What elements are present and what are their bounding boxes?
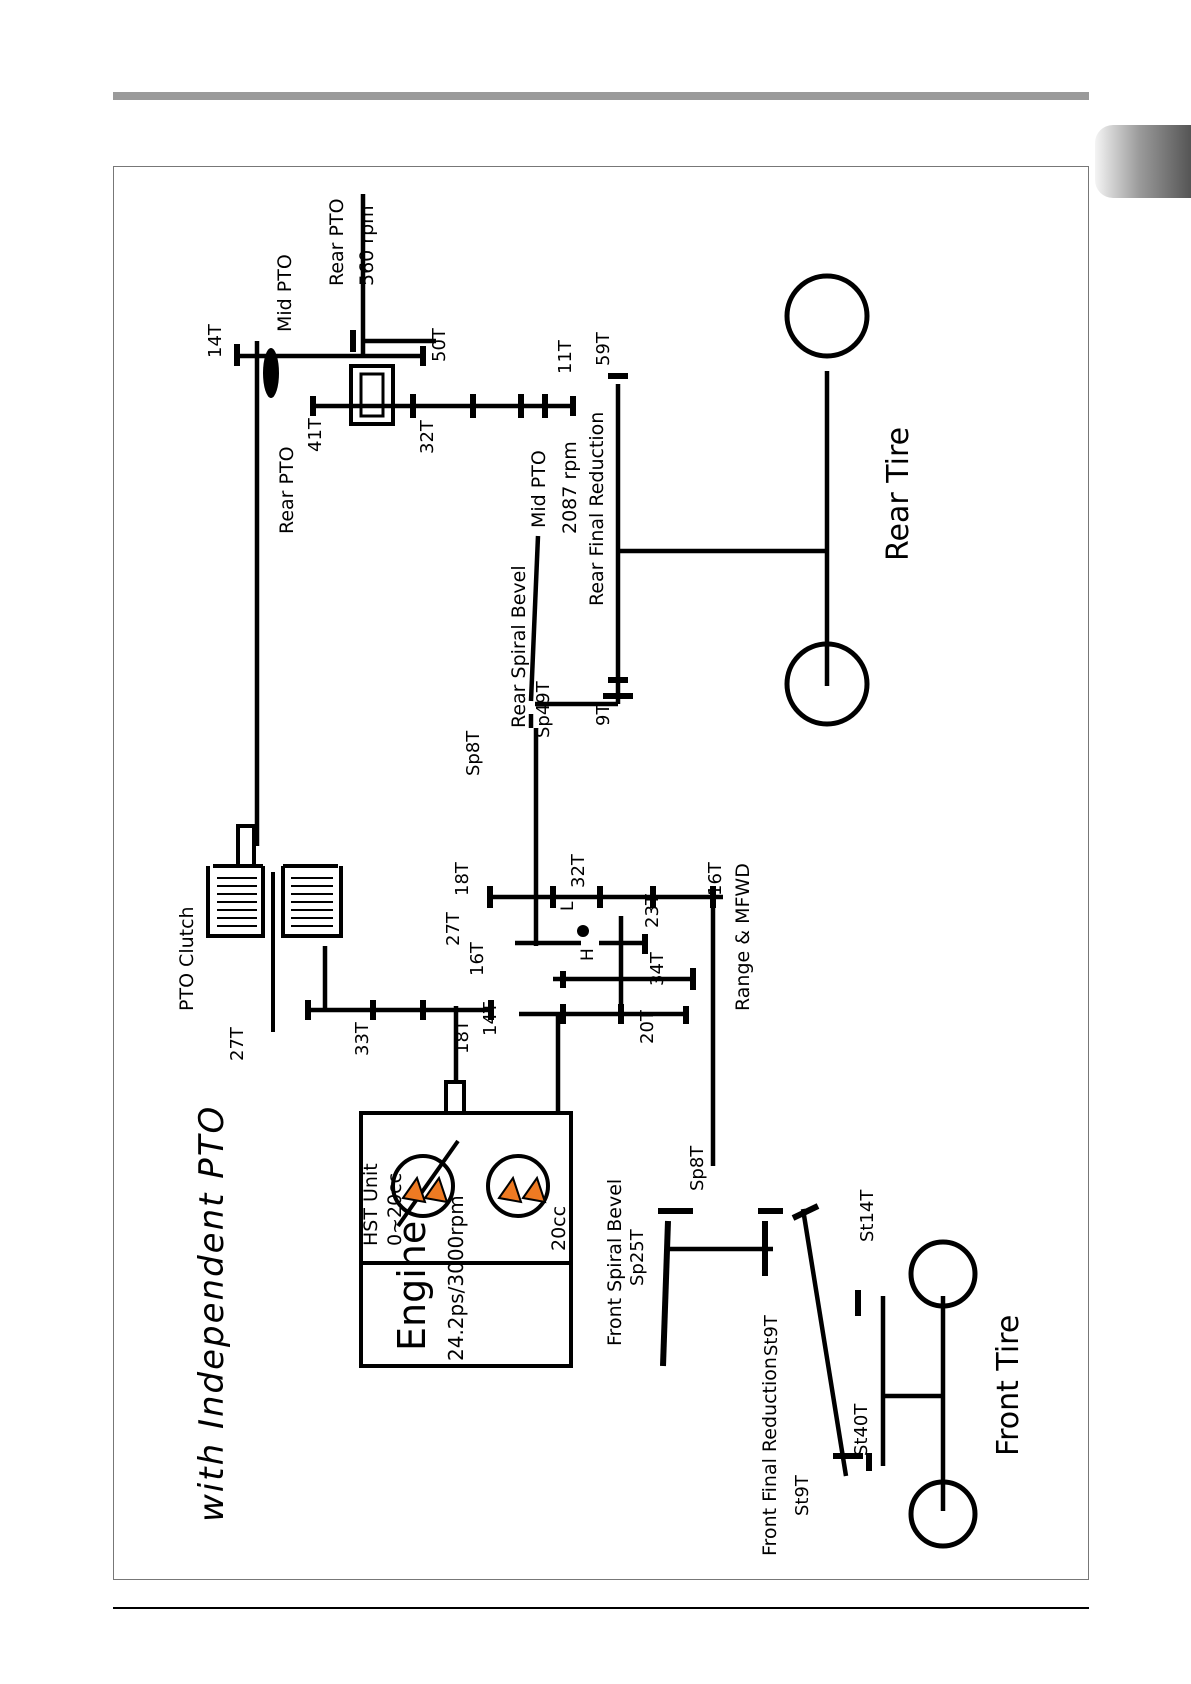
hst-pump-circle	[391, 1154, 455, 1218]
gear-14t-low: 14T	[480, 1001, 501, 1036]
title: with Independent PTO	[192, 1105, 232, 1522]
hst-motor-label: 20cc	[548, 1206, 570, 1251]
front-spiral-bevel-label: Front Spiral Bevel	[604, 1179, 626, 1346]
hst-motor-triangle-2	[521, 1175, 547, 1204]
gear-18t-low: 18T	[452, 1019, 473, 1054]
rear-final-reduction-label: Rear Final Reduction	[586, 412, 608, 606]
front-final-reduction-label: Front Final Reduction	[759, 1357, 781, 1556]
gear-23t: 23T	[642, 893, 663, 928]
gear-st9t-lower: St9T	[792, 1474, 813, 1516]
rear-pto-gear-label: Rear PTO	[276, 446, 298, 534]
gear-59t: 59T	[593, 331, 614, 366]
hst-pump-triangle-2	[423, 1175, 449, 1204]
shaft-lines	[237, 194, 946, 1511]
mid-pto-name-label: Mid PTO	[528, 450, 550, 528]
gear-16t-left: 16T	[467, 941, 488, 976]
gear-st40t: St40T	[851, 1403, 872, 1456]
rear-pto-shift-icon	[263, 348, 279, 398]
gear-27t-clutch: 27T	[227, 1026, 248, 1061]
range-mfwd-label: Range & MFWD	[732, 863, 754, 1011]
footer-rule	[113, 1607, 1089, 1609]
gear-st14t: St14T	[857, 1189, 878, 1242]
hst-unit-label: HST Unit	[360, 1163, 382, 1246]
rear-tire-right	[784, 641, 870, 727]
diagram-frame	[113, 166, 1089, 1580]
hst-variable-arrow	[396, 1139, 460, 1228]
gear-33t: 33T	[352, 1021, 373, 1056]
pto-clutch-label: PTO Clutch	[176, 906, 198, 1011]
gear-sp8t-upper: Sp8T	[463, 730, 484, 776]
hst-motor-circle	[486, 1154, 550, 1218]
mid-pto-rpm-label: 2087 rpm	[559, 441, 581, 534]
gear-50t: 50T	[429, 327, 450, 362]
gear-34t: 34T	[647, 951, 668, 986]
gear-sp8t-lower: Sp8T	[687, 1145, 708, 1191]
gear-18t-range: 18T	[452, 861, 473, 896]
hst-pump-triangle-1	[401, 1175, 427, 1204]
gear-sp25t: Sp25T	[627, 1228, 648, 1286]
gear-41t: 41T	[305, 417, 326, 452]
rear-pto-rpm-label: 560 rpm	[356, 205, 378, 286]
rear-pto-housing	[349, 364, 395, 426]
gear-14t-top: 14T	[205, 323, 226, 358]
range-shift-icon	[577, 925, 589, 937]
rear-pto-housing-inner	[359, 372, 385, 418]
gear-st9t-upper: St9T	[761, 1314, 782, 1356]
mid-pto-top-label: Mid PTO	[274, 254, 296, 332]
gear-marks	[234, 330, 872, 1471]
gear-27t-range: 27T	[443, 911, 464, 946]
hst-motor-triangle-1	[497, 1175, 523, 1204]
engine-box	[359, 1260, 573, 1368]
gear-32t-range: 32T	[568, 853, 589, 888]
rear-tire-label: Rear Tire	[881, 427, 916, 561]
diagram-labels: with Independent PTO Engine 24.2ps/3000r…	[176, 198, 1026, 1556]
front-tire-label: Front Tire	[991, 1315, 1026, 1456]
front-tire-right	[908, 1479, 978, 1549]
engine-spec: 24.2ps/3000rpm	[444, 1195, 468, 1361]
power-train-diagram: with Independent PTO Engine 24.2ps/3000r…	[176, 194, 1026, 1556]
gear-sp49t: Sp49T	[533, 680, 554, 738]
gear-9t: 9T	[593, 703, 614, 726]
hst-pump-label: 0~20cc	[384, 1173, 406, 1246]
engine-name: Engine	[390, 1221, 434, 1351]
rear-pto-top-label: Rear PTO	[326, 198, 348, 286]
gear-16t-right: 16T	[705, 861, 726, 896]
gear-32t-upper: 32T	[417, 419, 438, 454]
header-rule	[113, 92, 1089, 100]
rear-spiral-bevel-label: Rear Spiral Bevel	[508, 565, 530, 728]
gear-20t: 20T	[637, 1009, 658, 1044]
pto-clutch	[206, 864, 343, 1032]
rear-tire-left	[784, 273, 870, 359]
range-l-label: L	[558, 901, 578, 911]
gear-11t: 11T	[555, 339, 576, 374]
range-h-label: H	[578, 948, 598, 961]
front-tire-left	[908, 1239, 978, 1309]
pto-coupler	[236, 824, 256, 868]
pto-clutch-teeth	[217, 877, 333, 927]
chapter-tab	[1095, 125, 1191, 198]
